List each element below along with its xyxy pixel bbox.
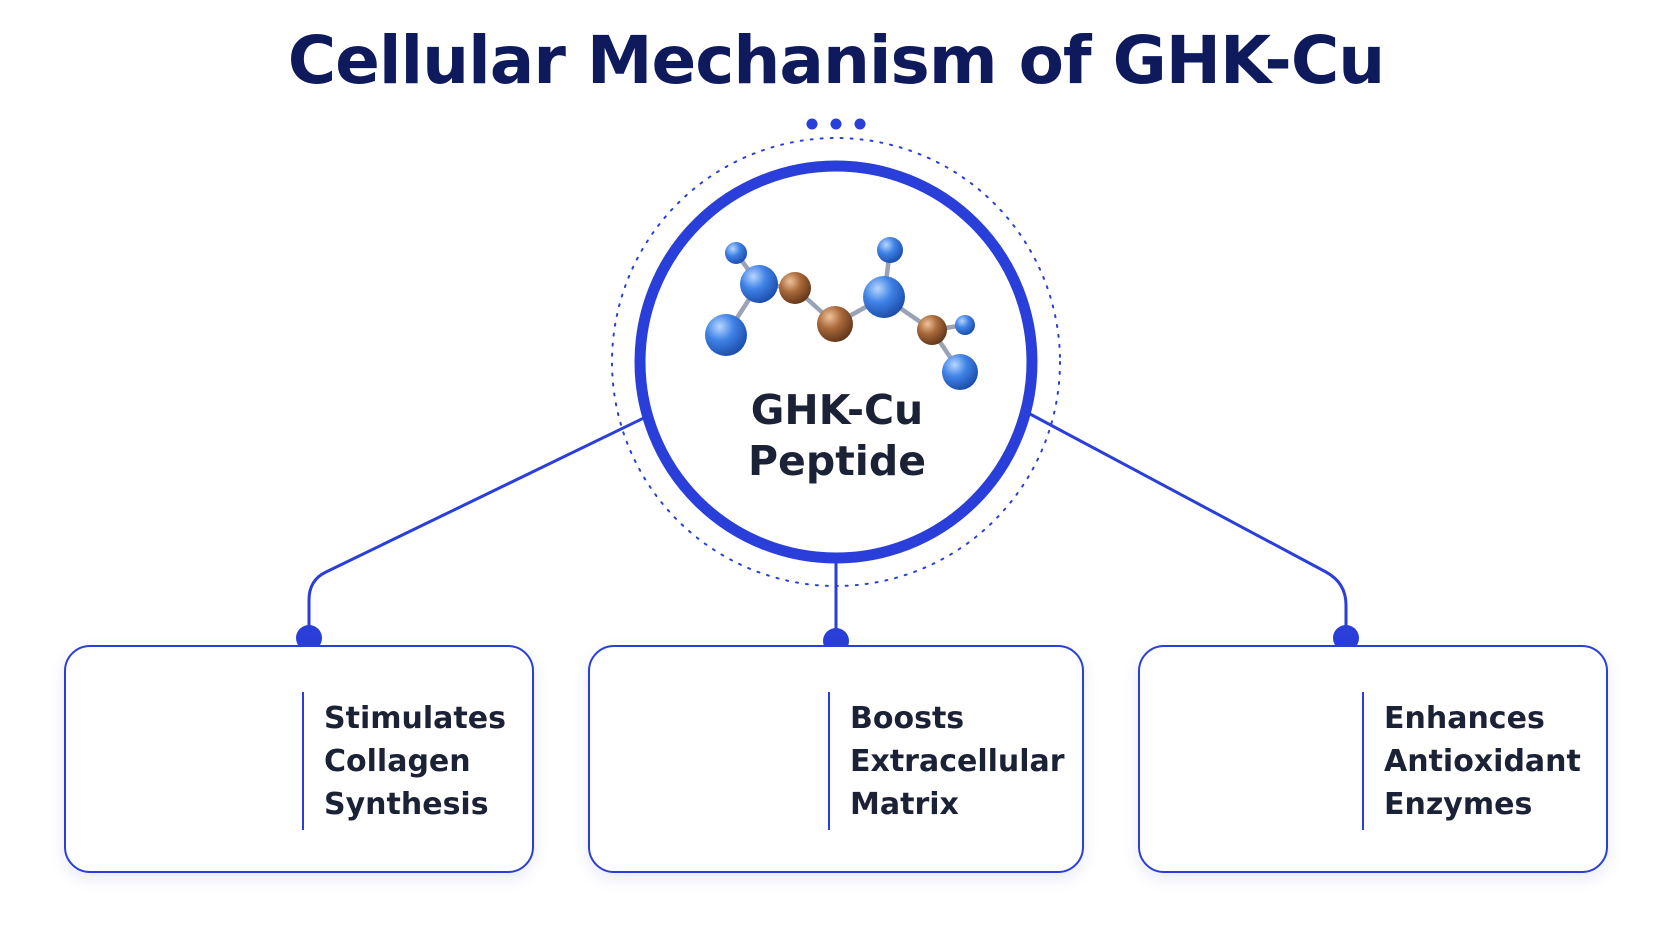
connector-node-right — [1333, 625, 1359, 651]
molecule-icon — [705, 237, 978, 390]
hub-label-line-1: GHK-Cu — [750, 386, 924, 434]
card-divider — [302, 692, 304, 830]
divider-dot — [830, 118, 842, 130]
divider-dot — [854, 118, 866, 130]
card-label-line: Enhances — [1384, 701, 1545, 736]
connectors — [307, 412, 1348, 638]
card-label: Boosts Extracellular Matrix — [850, 697, 1065, 826]
card-divider — [1362, 692, 1364, 830]
card-antioxidant: Enhances Antioxidant Enzymes — [1138, 645, 1608, 873]
card-label-line: Synthesis — [324, 787, 489, 822]
card-label-line: Extracellular — [850, 744, 1065, 779]
page-title: Cellular Mechanism of GHK-Cu — [287, 22, 1386, 99]
card-label-line: Matrix — [850, 787, 959, 822]
card-label: Stimulates Collagen Synthesis — [324, 697, 506, 826]
card-label-line: Stimulates — [324, 701, 506, 736]
card-label-line: Boosts — [850, 701, 965, 736]
hub-label-line-2: Peptide — [747, 437, 926, 485]
card-label-line: Antioxidant — [1384, 744, 1581, 779]
connector-left — [307, 412, 653, 638]
title-divider — [550, 118, 1122, 130]
connector-right — [1029, 412, 1348, 636]
card-label: Enhances Antioxidant Enzymes — [1384, 697, 1581, 826]
hub-circle — [634, 160, 1038, 564]
card-collagen: Stimulates Collagen Synthesis — [64, 645, 534, 873]
hub-label: GHK-Cu Peptide — [660, 385, 1014, 487]
connector-node-left — [296, 625, 322, 651]
divider-dot — [806, 118, 818, 130]
card-label-line: Enzymes — [1384, 787, 1533, 822]
card-matrix: Boosts Extracellular Matrix — [588, 645, 1084, 873]
hub-dotted-ring — [611, 137, 1061, 587]
card-label-line: Collagen — [324, 744, 471, 779]
card-divider — [828, 692, 830, 830]
